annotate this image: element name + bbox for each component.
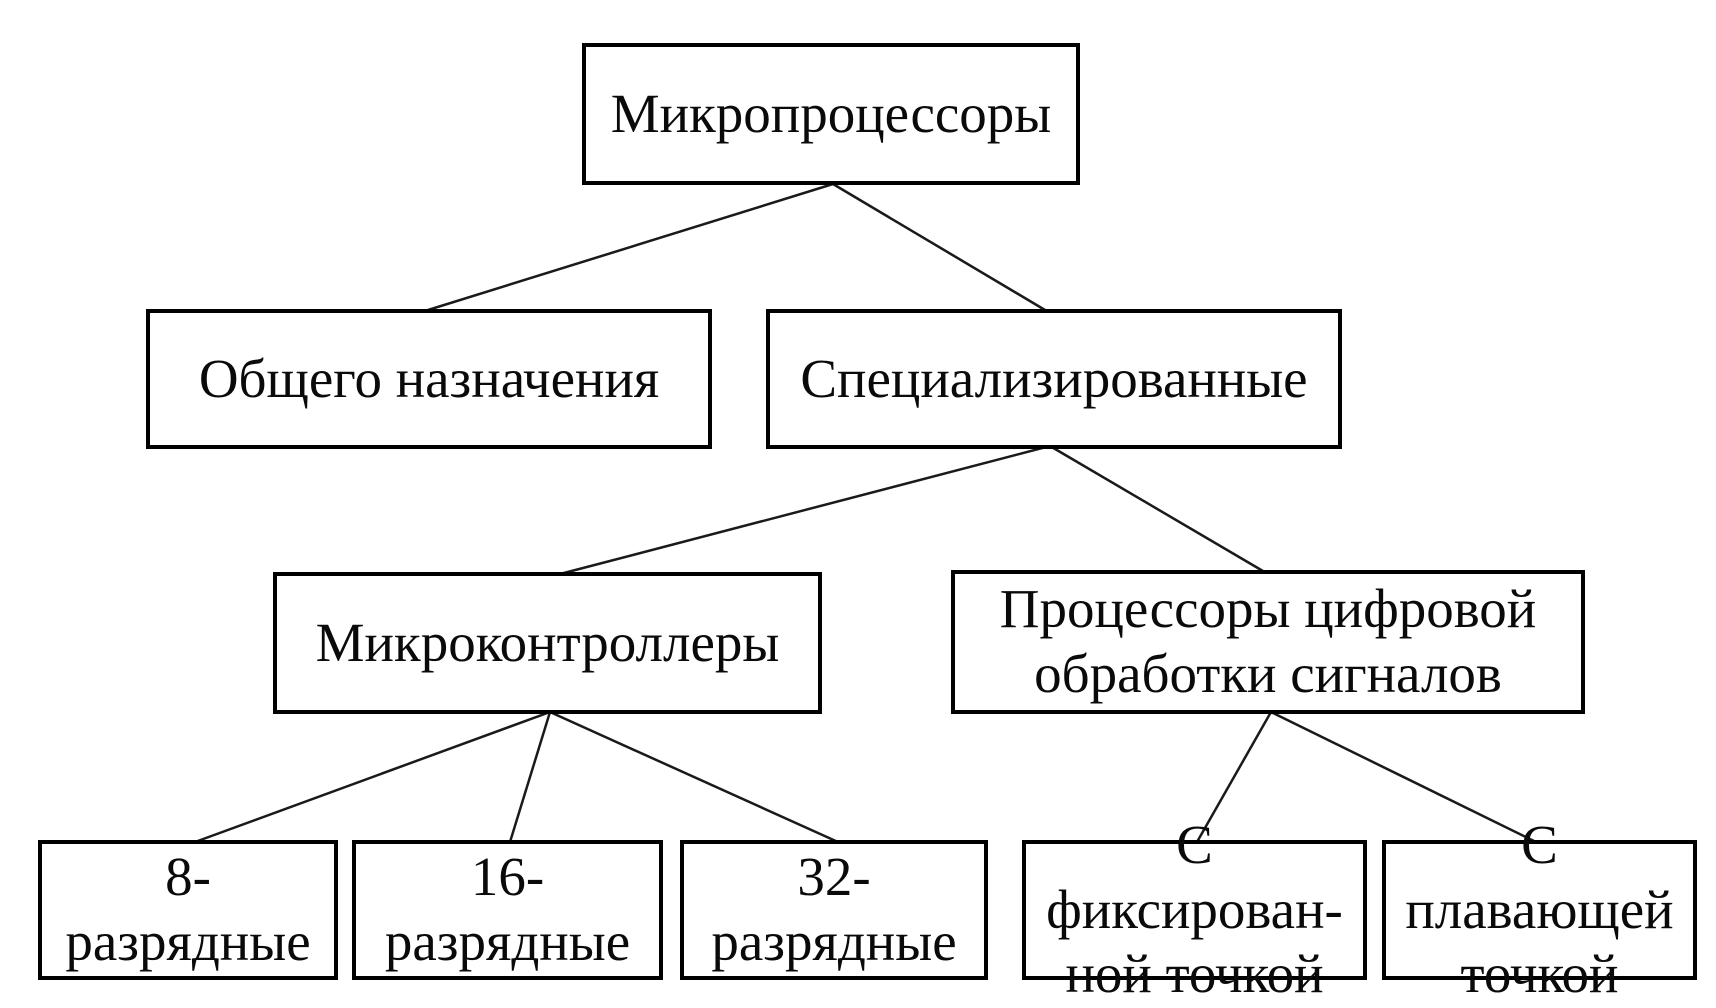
node-label: 16-разрядные: [384, 846, 631, 972]
edge-root-general-purpose: [427, 182, 834, 312]
node-16-bit: 16-разрядные: [352, 840, 663, 980]
node-label: Микроконтроллеры: [315, 611, 780, 673]
node-dsp: Процессоры цифровой обработки сигналов: [951, 570, 1585, 714]
edge-specialized-dsp: [1049, 444, 1269, 576]
node-label: 8-разрядные: [65, 846, 311, 972]
edge-root-specialized: [832, 182, 1046, 312]
edge-dsp-floating-point: [1270, 710, 1537, 844]
node-label: Микропроцессоры: [610, 82, 1052, 144]
node-label: С плавающей точкой: [1405, 813, 1674, 1005]
node-floating-point: С плавающей точкой: [1382, 814, 1697, 1004]
node-specialized: Специализированные: [766, 309, 1342, 449]
node-fixed-point: С фиксирован- ной точкой: [1022, 814, 1367, 1004]
edge-dsp-fixed-point: [1195, 711, 1273, 843]
node-general-purpose: Общего назначения: [146, 309, 712, 449]
node-label: С фиксирован- ной точкой: [1046, 813, 1343, 1005]
node-microprocessors: Микропроцессоры: [582, 43, 1080, 185]
edge-microcontrollers-bit8: [194, 710, 551, 844]
node-label: Процессоры цифровой обработки сигналов: [999, 578, 1537, 704]
node-8-bit: 8-разрядные: [38, 840, 338, 980]
edge-specialized-microcontrollers: [559, 444, 1051, 576]
node-label: Специализированные: [800, 347, 1308, 409]
edge-microcontrollers-bit16: [508, 711, 552, 843]
node-label: 32-разрядные: [711, 846, 957, 972]
edge-microcontrollers-bit32: [549, 710, 839, 844]
node-32-bit: 32-разрядные: [680, 840, 988, 980]
node-microcontrollers: Микроконтроллеры: [273, 572, 822, 714]
node-label: Общего назначения: [198, 347, 660, 409]
